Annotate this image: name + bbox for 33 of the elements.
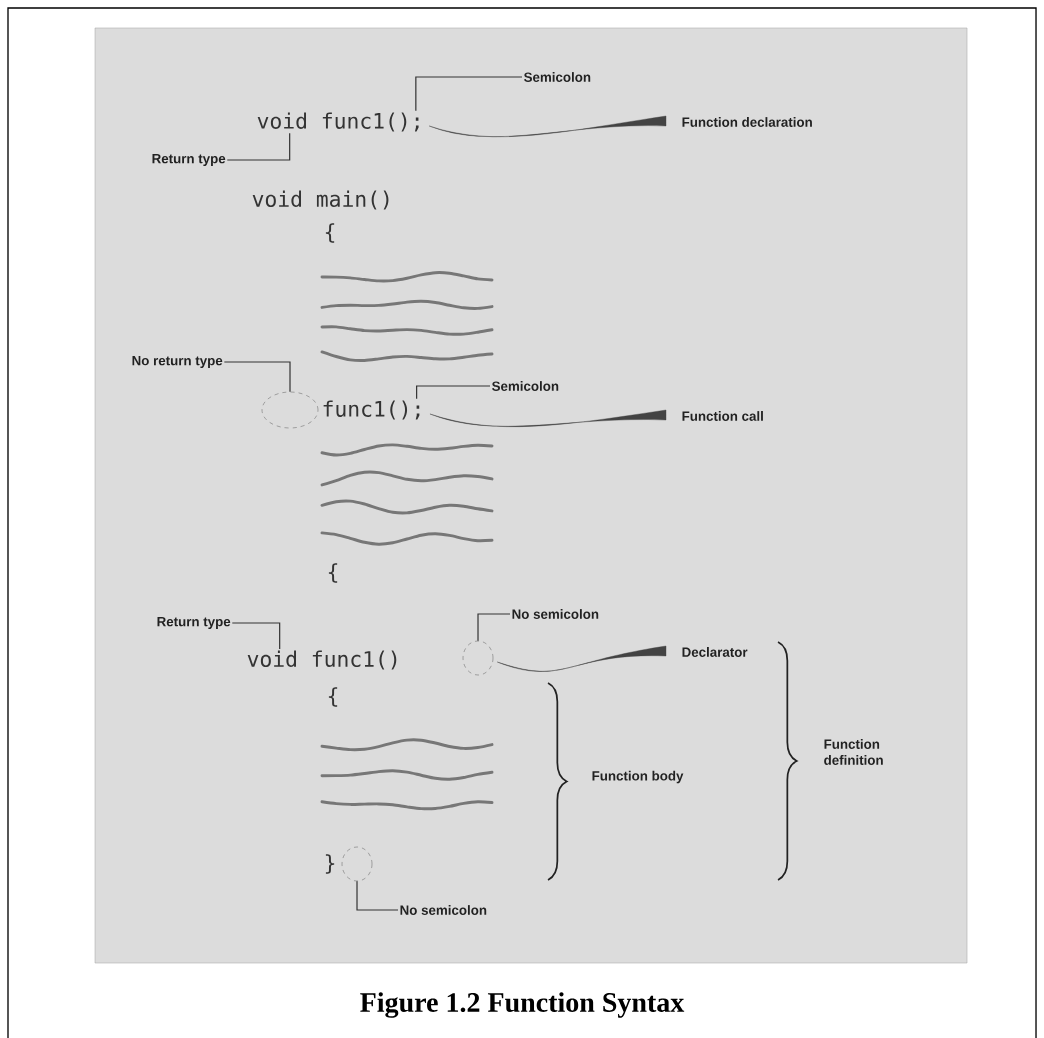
leader-line — [223, 361, 291, 393]
code-text: { — [328, 563, 338, 583]
swoosh-connector — [429, 115, 667, 137]
swoosh-connector — [497, 645, 667, 672]
callout-label: Semicolon — [524, 72, 591, 82]
dashed-circle — [462, 640, 494, 676]
code-text: void func1() — [247, 650, 397, 670]
callout-label: No return type — [132, 356, 223, 368]
swoosh-connector — [429, 409, 667, 427]
code-text: { — [325, 223, 335, 243]
leader-line — [415, 76, 523, 112]
dashed-circle — [341, 846, 373, 882]
callout-label: Function declaration — [682, 117, 812, 127]
leader-line — [356, 880, 399, 911]
caption: Figure 1.2 Function Syntax — [360, 992, 685, 1018]
leader-line — [416, 385, 491, 400]
callout-label: Semicolon — [492, 381, 559, 391]
callout-label: Function body — [592, 770, 684, 784]
callout-label: Return type — [152, 154, 226, 166]
code-text: void main() — [252, 190, 389, 210]
code-text: func1(); — [323, 400, 420, 420]
callout-label: Declarator — [682, 647, 748, 657]
callout-label: No semicolon — [512, 609, 599, 619]
code-text: { — [328, 687, 338, 707]
leader-line — [477, 613, 511, 642]
dashed-circle — [261, 391, 319, 429]
callout-label: Function definition — [824, 739, 883, 765]
leader-line — [231, 622, 281, 650]
code-text: void func1(); — [257, 112, 419, 132]
callout-label: Return type — [157, 617, 231, 629]
callout-label: No semicolon — [400, 905, 487, 915]
leader-line — [226, 132, 291, 161]
callout-label: Function call — [682, 411, 763, 421]
